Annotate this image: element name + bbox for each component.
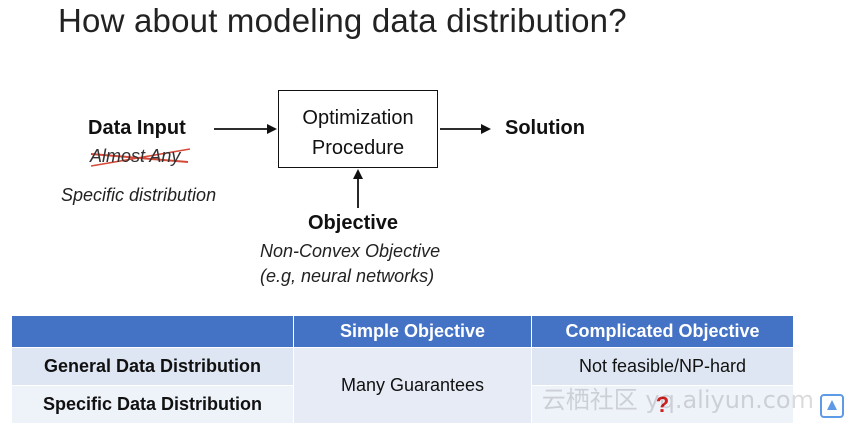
- optimization-line-1: Optimization: [302, 107, 414, 129]
- almost-any-strikethrough: Almost Any: [90, 146, 190, 168]
- table-header-row: Simple Objective Complicated Objective: [11, 315, 794, 348]
- table-row: General Data Distribution Many Guarantee…: [11, 347, 794, 424]
- row-label-general-data-distribution: General Data Distribution: [11, 347, 294, 386]
- diagram-connectors: [90, 124, 491, 208]
- objective-label: Objective: [308, 212, 399, 234]
- table-header-complicated-objective: Complicated Objective: [531, 315, 794, 348]
- cell-question-mark: ?: [531, 385, 794, 424]
- table-row: Specific Data Distribution ?: [11, 385, 794, 424]
- comparison-table-wrap: Simple Objective Complicated Objective G…: [11, 315, 794, 424]
- table-header-simple-objective: Simple Objective: [293, 315, 532, 348]
- comparison-table: Simple Objective Complicated Objective G…: [11, 315, 794, 424]
- page-title: How about modeling data distribution?: [58, 2, 627, 39]
- nonconvex-objective-line-2: (e.g, neural networks): [260, 266, 435, 286]
- optimization-line-2: Procedure: [311, 137, 405, 159]
- optimization-procedure-box: Optimization Procedure: [278, 90, 438, 168]
- question-mark: ?: [655, 391, 670, 417]
- almost-any-text: Almost Any: [90, 146, 181, 166]
- specific-distribution-label: Specific distribution: [61, 185, 217, 205]
- optimization-diagram: Data Input Almost Any Specific distribut…: [61, 90, 585, 286]
- solution-label: Solution: [505, 117, 585, 139]
- row-label-specific-data-distribution: Specific Data Distribution: [11, 385, 294, 424]
- strike-line-2: [90, 148, 191, 167]
- watermark-logo-icon: [820, 394, 844, 418]
- nonconvex-objective-line-1: Non-Convex Objective: [260, 241, 441, 261]
- table-header-empty: [11, 315, 294, 348]
- data-input-label: Data Input: [88, 117, 186, 139]
- cell-many-guarantees: Many Guarantees: [293, 347, 532, 424]
- cell-not-feasible: Not feasible/NP-hard: [531, 347, 794, 386]
